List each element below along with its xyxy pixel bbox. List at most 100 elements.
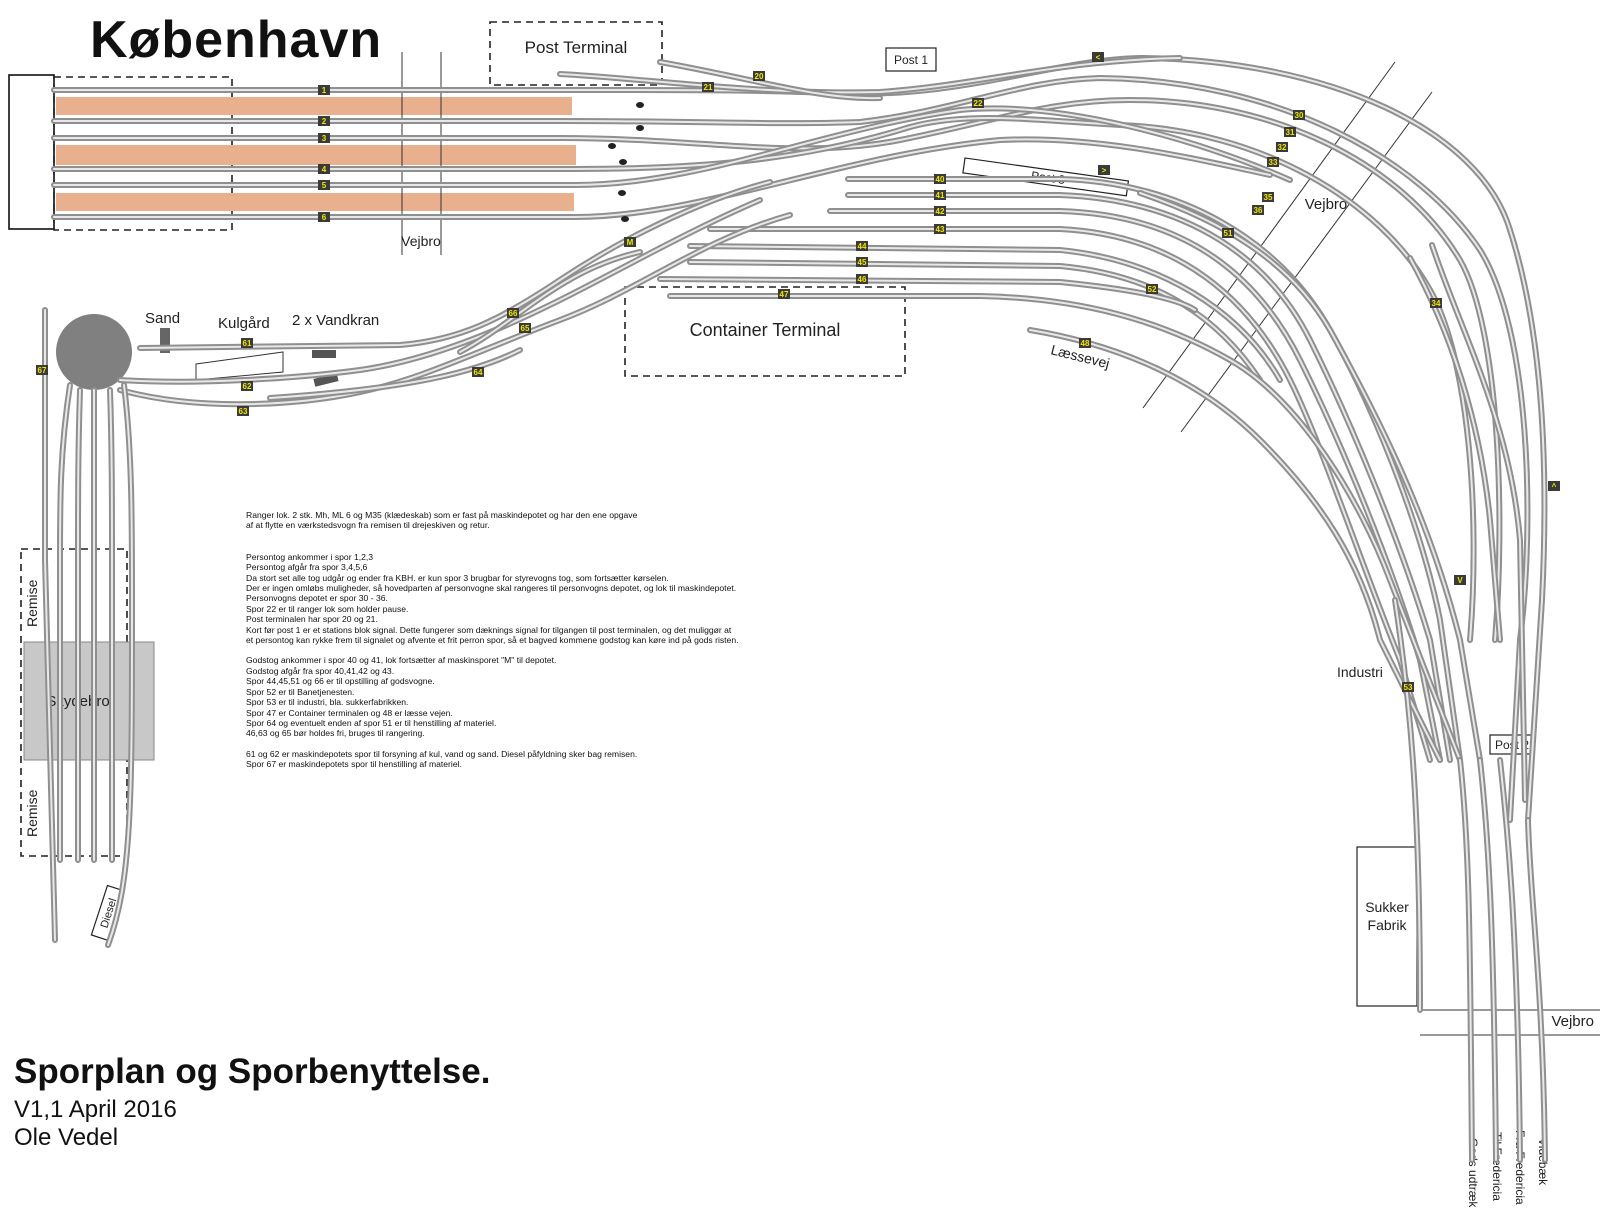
track-number-badge: 40 <box>934 174 946 184</box>
note-line: Kort før post 1 er et stations blok sign… <box>246 624 732 635</box>
track-number-bg <box>1293 110 1305 120</box>
track-number-text: 45 <box>858 258 867 267</box>
vejbro-mid-line-b <box>1180 91 1433 433</box>
track-number-bg <box>241 381 253 391</box>
track-rail-inner <box>459 251 641 353</box>
vejbro-mid-label: Vejbro <box>1305 196 1348 213</box>
note-line: Spor 53 er til industri, bla. sukkerfabr… <box>246 697 409 708</box>
track-number-badge: 31 <box>1284 127 1296 137</box>
track-rail-inner <box>1409 257 1501 641</box>
track-number-badge: 21 <box>702 82 714 92</box>
track-number-bg <box>778 289 790 299</box>
track-number-badge: < <box>1092 52 1104 62</box>
track-number-bg <box>1430 298 1442 308</box>
kulgaard-label: Kulgård <box>218 315 270 332</box>
track-number-badge: 51 <box>1222 228 1234 238</box>
track-number-badge: 34 <box>1430 298 1442 308</box>
note-line: Spor 44,45,51 og 66 er til opstilling af… <box>246 676 435 687</box>
track-rail-inner <box>59 384 71 861</box>
track-number-bg <box>1092 52 1104 62</box>
sand-silo <box>160 328 170 353</box>
track-number-bg <box>934 190 946 200</box>
track-number-badge: 45 <box>856 257 868 267</box>
track-number-text: 4 <box>322 165 327 174</box>
track-number-text: 1 <box>322 86 327 95</box>
track-rail-inner <box>1029 329 1441 761</box>
note-line: Spor 22 er til ranger lok som holder pau… <box>246 603 409 614</box>
track-number-text: 44 <box>858 242 867 251</box>
turntable <box>56 314 132 390</box>
track-number-badge: 63 <box>237 406 249 416</box>
track-number-text: M <box>627 238 634 247</box>
track-number-bg <box>237 406 249 416</box>
vejbro-left-label: Vejbro <box>401 233 441 249</box>
track-number-bg <box>856 257 868 267</box>
track-rail-inner <box>659 61 881 100</box>
track-rail-inner <box>847 194 1451 761</box>
vejbro-right-label: Vejbro <box>1551 1013 1594 1030</box>
track-rail-inner <box>689 245 1281 381</box>
sand-label: Sand <box>145 310 180 327</box>
track-number-text: 65 <box>521 324 530 333</box>
fra-fredericia-label: Fra Fredericia <box>1513 1130 1527 1205</box>
track-number-badge: 42 <box>934 206 946 216</box>
track-rail-inner <box>709 228 1431 761</box>
track-number-badge: 47 <box>778 289 790 299</box>
track-rail-inner <box>107 384 133 946</box>
post1-label: Post 1 <box>894 53 928 67</box>
track-rail-inner <box>1527 819 1546 1161</box>
track-number-text: 34 <box>1432 299 1441 308</box>
track-number-badge: 35 <box>1262 192 1274 202</box>
signal-marker <box>636 102 644 108</box>
note-line: Der er ingen omløbs muligheder, så hoved… <box>246 583 737 594</box>
track-number-badge: 48 <box>1079 338 1091 348</box>
track-number-bg <box>318 133 330 143</box>
track-number-bg <box>318 180 330 190</box>
track-number-badge: 66 <box>507 308 519 318</box>
note-line: 46,63 og 65 bør holdes fri, bruges til r… <box>246 728 425 739</box>
note-line: Godstog afgår fra spor 40,41,42 og 43. <box>246 665 395 676</box>
platform-1-2 <box>56 97 572 115</box>
track-rail-inner <box>559 57 1181 94</box>
track-number-bg <box>1267 157 1279 167</box>
track-number-text: 67 <box>38 366 47 375</box>
track-number-badge: 22 <box>972 98 984 108</box>
track-rail-inner <box>53 107 1291 186</box>
sukker-fabrik-label-1: Sukker <box>1365 899 1409 915</box>
track-number-badge: 64 <box>472 367 484 377</box>
remise-top-label: Remise <box>24 579 40 627</box>
track-rail-inner <box>1499 759 1521 1161</box>
track-number-bg <box>1098 165 1110 175</box>
vejbro-mid-line-a <box>1142 61 1396 409</box>
track-number-text: 5 <box>322 181 327 190</box>
track-number-bg <box>753 71 765 81</box>
track-number-text: 66 <box>509 309 518 318</box>
track-number-text: 30 <box>1295 111 1304 120</box>
track-rail-inner <box>119 199 761 383</box>
signal-marker <box>636 125 644 131</box>
remise-outline <box>20 548 128 857</box>
track-number-layer: 1234562021223031323335364041424344454647… <box>36 52 1560 692</box>
note-line: Personvogns depotet er spor 30 - 36. <box>246 593 388 604</box>
track-number-text: 48 <box>1081 339 1090 348</box>
track-number-bg <box>934 206 946 216</box>
signal-marker <box>621 216 629 222</box>
track-number-bg <box>1222 228 1234 238</box>
track-number-text: 6 <box>322 213 327 222</box>
track-number-text: 47 <box>780 290 789 299</box>
track-number-bg <box>318 164 330 174</box>
track-number-text: 63 <box>239 407 248 416</box>
track-number-text: V <box>1457 576 1463 585</box>
track-rail-inner <box>139 181 771 349</box>
track-number-bg <box>972 98 984 108</box>
track-number-badge: 46 <box>856 274 868 284</box>
track-rail-inner <box>1431 244 1526 801</box>
track-number-text: 33 <box>1269 158 1278 167</box>
track-rail-inner <box>1479 759 1497 1161</box>
track-number-badge: ^ <box>1548 481 1560 491</box>
track-number-bg <box>934 224 946 234</box>
track-rail-inner <box>44 309 56 941</box>
track-number-bg <box>318 116 330 126</box>
note-line: Ranger lok. 2 stk. Mh, ML 6 og M35 (klæd… <box>246 510 638 520</box>
